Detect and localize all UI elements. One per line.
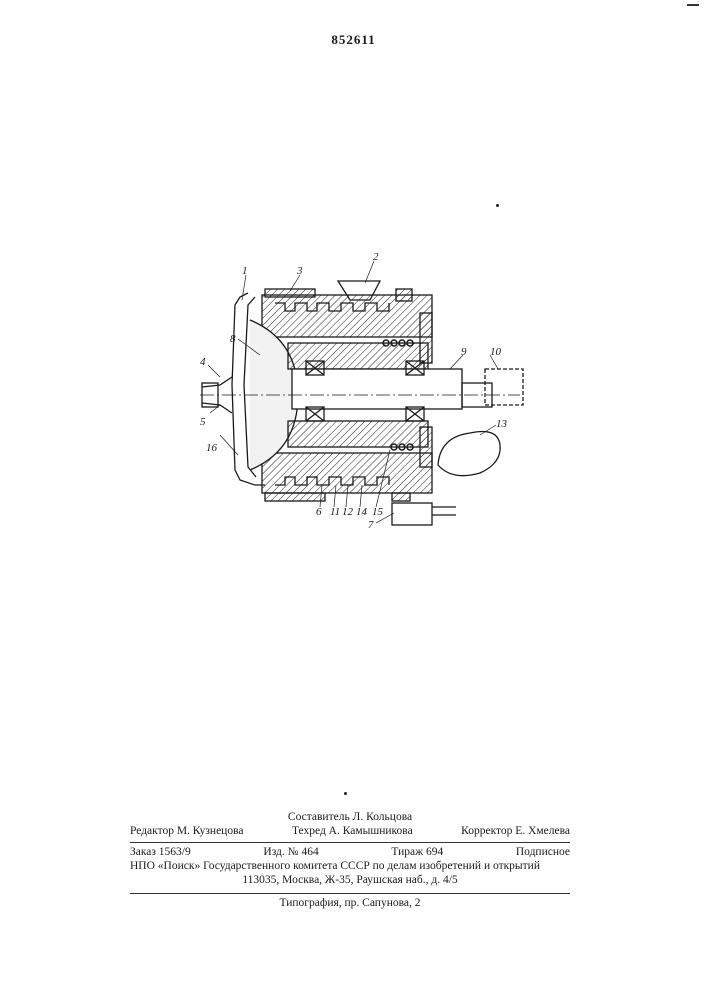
label-16: 16 bbox=[206, 442, 218, 454]
technical-drawing: 1 2 3 4 5 6 7 8 9 10 11 12 13 14 15 16 bbox=[180, 245, 550, 545]
lower-barrel bbox=[262, 453, 432, 493]
label-9: 9 bbox=[461, 346, 467, 358]
techred: Техред А. Камышникова bbox=[292, 824, 413, 838]
subscription: Подписное bbox=[516, 845, 570, 859]
label-1: 1 bbox=[242, 265, 248, 277]
speck bbox=[344, 792, 347, 795]
print-run: Тираж 694 bbox=[391, 845, 443, 859]
edition: Изд. № 464 bbox=[263, 845, 318, 859]
label-7: 7 bbox=[368, 519, 374, 531]
editor: Редактор М. Кузнецова bbox=[130, 824, 243, 838]
staff-row: Редактор М. Кузнецова Техред А. Камышник… bbox=[130, 824, 570, 838]
corner-mark bbox=[687, 4, 699, 6]
org-line: НПО «Поиск» Государственного комитета СС… bbox=[130, 859, 570, 873]
corrector: Корректор Е. Хмелева bbox=[461, 824, 570, 838]
label-5: 5 bbox=[200, 416, 206, 428]
label-2: 2 bbox=[373, 251, 379, 263]
label-11: 11 bbox=[330, 506, 340, 518]
printer: Типография, пр. Сапунова, 2 bbox=[130, 896, 570, 910]
compiler: Составитель Л. Кольцова bbox=[130, 810, 570, 824]
label-10: 10 bbox=[490, 346, 502, 358]
patent-number: 852611 bbox=[0, 32, 707, 48]
cam bbox=[438, 432, 500, 476]
label-4: 4 bbox=[200, 356, 206, 368]
order: Заказ 1563/9 bbox=[130, 845, 191, 859]
label-3: 3 bbox=[296, 265, 303, 277]
footer: Составитель Л. Кольцова Редактор М. Кузн… bbox=[130, 810, 570, 910]
label-12: 12 bbox=[342, 506, 354, 518]
address: 113035, Москва, Ж-35, Раушская наб., д. … bbox=[130, 873, 570, 887]
label-15: 15 bbox=[372, 506, 384, 518]
heater-band bbox=[265, 289, 315, 297]
label-8: 8 bbox=[230, 333, 236, 345]
order-row: Заказ 1563/9 Изд. № 464 Тираж 694 Подпис… bbox=[130, 845, 570, 859]
coupling bbox=[485, 369, 523, 405]
label-14: 14 bbox=[356, 506, 368, 518]
label-6: 6 bbox=[316, 506, 322, 518]
label-13: 13 bbox=[496, 418, 508, 430]
speck bbox=[496, 204, 499, 207]
